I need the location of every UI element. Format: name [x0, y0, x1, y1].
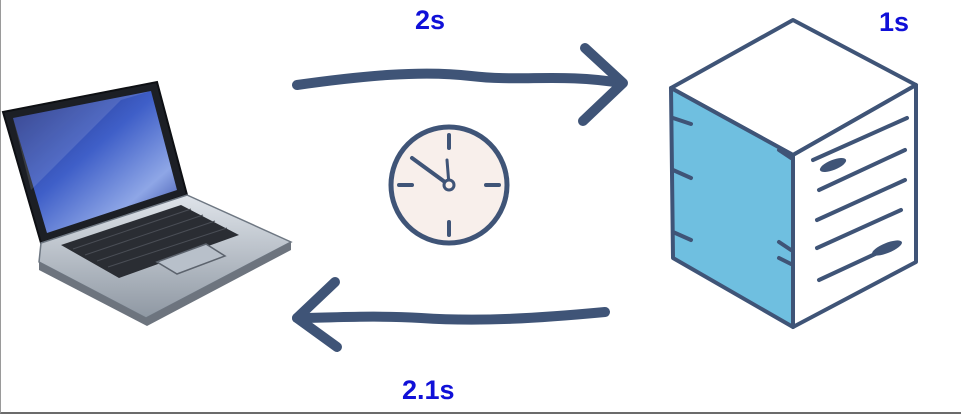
request-time-label: 2s — [415, 5, 446, 35]
response-arrow — [292, 277, 610, 352]
server-time-label: 1s — [879, 7, 910, 37]
server-icon — [669, 18, 918, 329]
laptop-icon — [1, 80, 293, 326]
request-arrow — [292, 43, 628, 126]
clock-icon — [388, 124, 510, 246]
response-time-label: 2.1s — [402, 375, 455, 405]
